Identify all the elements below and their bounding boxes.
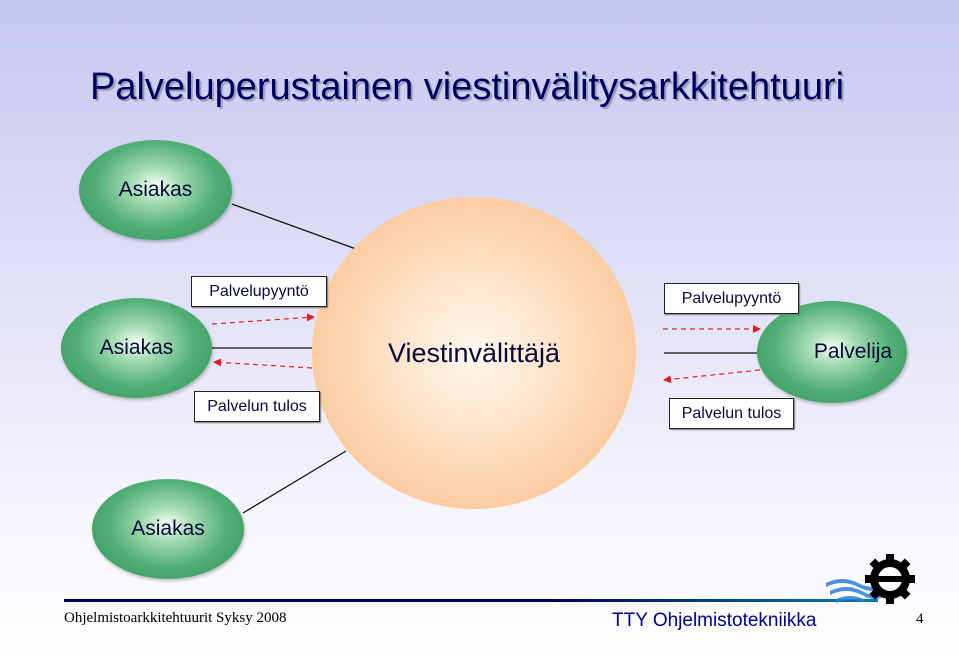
connector-client-bottom [242, 450, 347, 514]
connector-client-top [231, 203, 357, 250]
provider-node[interactable]: Palvelija [757, 301, 907, 403]
broker-node[interactable]: Viestinvälittäjä [312, 197, 636, 509]
left-result-label: Palvelun tulos [194, 391, 320, 422]
footer-rule [64, 599, 878, 602]
left-request-label: Palvelupyyntö [191, 276, 327, 307]
client-label: Asiakas [131, 517, 205, 540]
slide-title: Palveluperustainen viestinvälitysarkkite… [90, 66, 845, 108]
arrow-left-request [211, 313, 315, 325]
client-label: Asiakas [99, 336, 174, 359]
right-result-label: Palvelun tulos [669, 398, 794, 429]
page-number: 4 [916, 611, 924, 627]
right-request-label: Palvelupyyntö [664, 283, 799, 314]
arrow-left-result [213, 358, 313, 369]
broker-label: Viestinvälittäjä [387, 337, 561, 368]
provider-label: Palvelija [813, 340, 893, 363]
arrow-right-result [663, 369, 761, 384]
client-label: Asiakas [118, 178, 193, 201]
tty-logo [826, 554, 915, 604]
footer-department: TTY Ohjelmistotekniikka [612, 610, 817, 631]
client-node-middle[interactable]: Asiakas [61, 298, 212, 398]
footer-course: Ohjelmistoarkkitehtuurit Syksy 2008 [64, 610, 287, 626]
client-node-top[interactable]: Asiakas [79, 140, 232, 240]
client-node-bottom[interactable]: Asiakas [92, 479, 244, 579]
